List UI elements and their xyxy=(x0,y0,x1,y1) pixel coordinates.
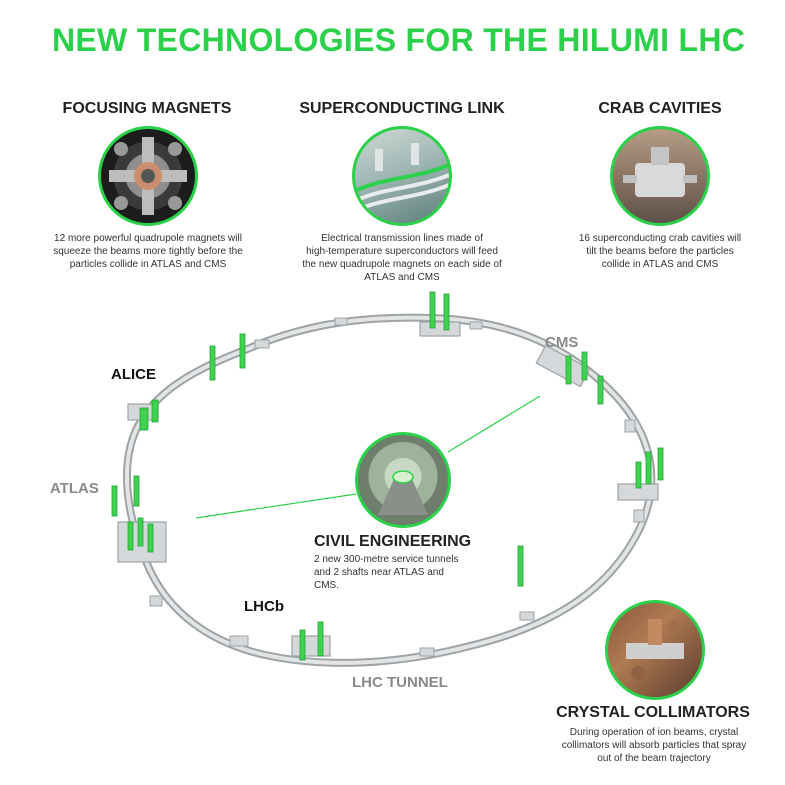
focusing-magnets-image xyxy=(98,126,198,226)
atlas-label: ATLAS xyxy=(50,480,99,497)
lhcb-label: LHCb xyxy=(244,598,284,615)
connector-line-cms xyxy=(447,395,541,453)
lhcb-cavern xyxy=(291,635,331,657)
crab-cavities-heading: CRAB CAVITIES xyxy=(598,100,722,117)
civil-engineering-image xyxy=(355,432,451,528)
crystal-collimators-image xyxy=(605,600,705,700)
point-5-cavern xyxy=(419,321,461,337)
page-title: NEW TECHNOLOGIES FOR THE HILUMI LHC xyxy=(52,22,746,58)
cryomodule-icon xyxy=(623,147,697,197)
superconducting-link-heading: SUPERCONDUCTING LINK xyxy=(299,100,505,117)
superconducting-link-description: Electrical transmission lines made of hi… xyxy=(302,233,502,283)
crystal-collimators-description: During operation of ion beams, crystal c… xyxy=(561,727,747,764)
lhc-tunnel-label: LHC TUNNEL xyxy=(352,674,448,691)
alice-label: ALICE xyxy=(111,366,156,383)
superconducting-link-image xyxy=(352,126,452,226)
magnet-cross-section-icon xyxy=(109,137,187,215)
connector-line-atlas xyxy=(195,493,357,519)
crystal-collimators-heading: CRYSTAL COLLIMATORS xyxy=(556,704,750,721)
collimator-icon xyxy=(626,619,684,680)
crab-cavities-description: 16 superconducting crab cavities will ti… xyxy=(578,233,742,270)
crab-cavities-image xyxy=(610,126,710,226)
civil-engineering-description: 2 new 300-metre service tunnels and 2 sh… xyxy=(314,554,459,591)
tunnel-icon xyxy=(378,470,428,515)
focusing-magnets-description: 12 more powerful quadrupole magnets will… xyxy=(53,233,243,270)
cms-label: CMS xyxy=(545,334,579,351)
focusing-magnets-heading: FOCUSING MAGNETS xyxy=(62,100,232,117)
civil-engineering-heading: CIVIL ENGINEERING xyxy=(314,533,472,550)
